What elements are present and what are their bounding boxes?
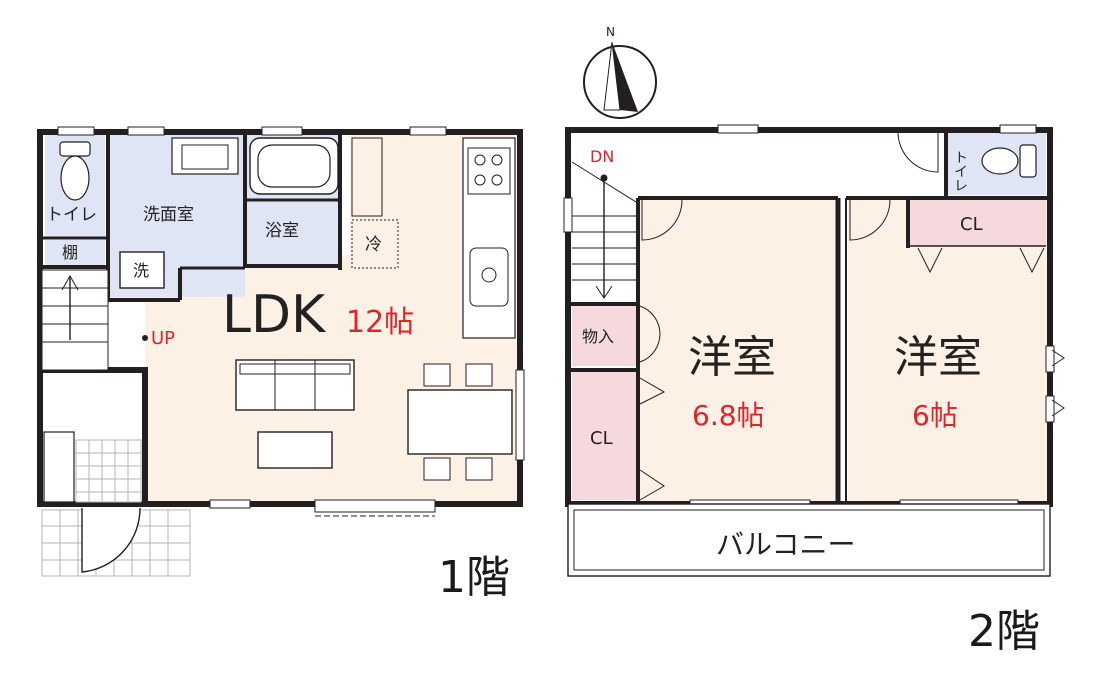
label-room-right-size: 6帖 bbox=[912, 399, 958, 432]
label-stairs-up: UP bbox=[151, 328, 175, 349]
room-right-floor bbox=[848, 198, 1048, 502]
label-washroom: 洗面室 bbox=[143, 205, 194, 225]
shelf-floor bbox=[45, 240, 105, 265]
toilet-2f-fixture-icon bbox=[981, 144, 1037, 178]
closet-top-floor bbox=[910, 200, 1046, 246]
label-toilet-1f: トイレ bbox=[46, 205, 97, 225]
label-storage: 物入 bbox=[582, 327, 614, 346]
coffee-table bbox=[257, 431, 333, 469]
label-washer: 洗 bbox=[133, 261, 149, 280]
label-stairs-down: DN bbox=[590, 147, 614, 166]
stairs-2f bbox=[571, 161, 637, 299]
fridge-space bbox=[351, 219, 399, 269]
label-ldk: LDK bbox=[222, 285, 327, 345]
label-room-left: 洋室 bbox=[688, 332, 776, 383]
storage-floor bbox=[572, 306, 636, 366]
label-toilet-2f: トイレ bbox=[952, 150, 968, 192]
label-closet-left: CL bbox=[590, 428, 613, 449]
label-shelf: 棚 bbox=[62, 243, 78, 262]
floor-1: トイレ 洗面室 浴室 棚 洗 冷 LDK 12帖 UP 1階 bbox=[37, 126, 525, 603]
label-closet-top: CL bbox=[960, 214, 983, 235]
label-fridge: 冷 bbox=[365, 235, 382, 255]
kitchen-counter bbox=[462, 137, 516, 339]
shoe-cabinet bbox=[43, 431, 75, 503]
label-room-left-size: 6.8帖 bbox=[692, 399, 765, 432]
label-bath: 浴室 bbox=[265, 221, 299, 241]
floor-1-label: 1階 bbox=[438, 552, 510, 603]
label-room-right: 洋室 bbox=[894, 332, 982, 383]
toilet-fixture-icon bbox=[59, 141, 91, 201]
dining-table-icon bbox=[407, 363, 513, 481]
floor-2: DN トイレ CL 物入 CL 洋室 6.8帖 洋室 6帖 バルコニー 2階 bbox=[563, 124, 1065, 657]
room-left-floor bbox=[640, 198, 836, 502]
closet-left-floor bbox=[572, 372, 636, 500]
stairs-1f bbox=[41, 269, 109, 371]
entrance-door bbox=[81, 507, 141, 573]
compass-north-label: N bbox=[606, 25, 615, 39]
floor-2-label: 2階 bbox=[968, 606, 1040, 657]
north-compass-icon: N bbox=[583, 25, 657, 119]
label-ldk-size: 12帖 bbox=[346, 305, 414, 340]
washer-box bbox=[119, 251, 165, 289]
bathtub-icon bbox=[249, 137, 339, 195]
washbasin-icon bbox=[171, 137, 239, 175]
label-balcony: バルコニー bbox=[716, 528, 855, 561]
sofa-icon bbox=[235, 359, 355, 411]
balcony bbox=[567, 503, 1051, 577]
